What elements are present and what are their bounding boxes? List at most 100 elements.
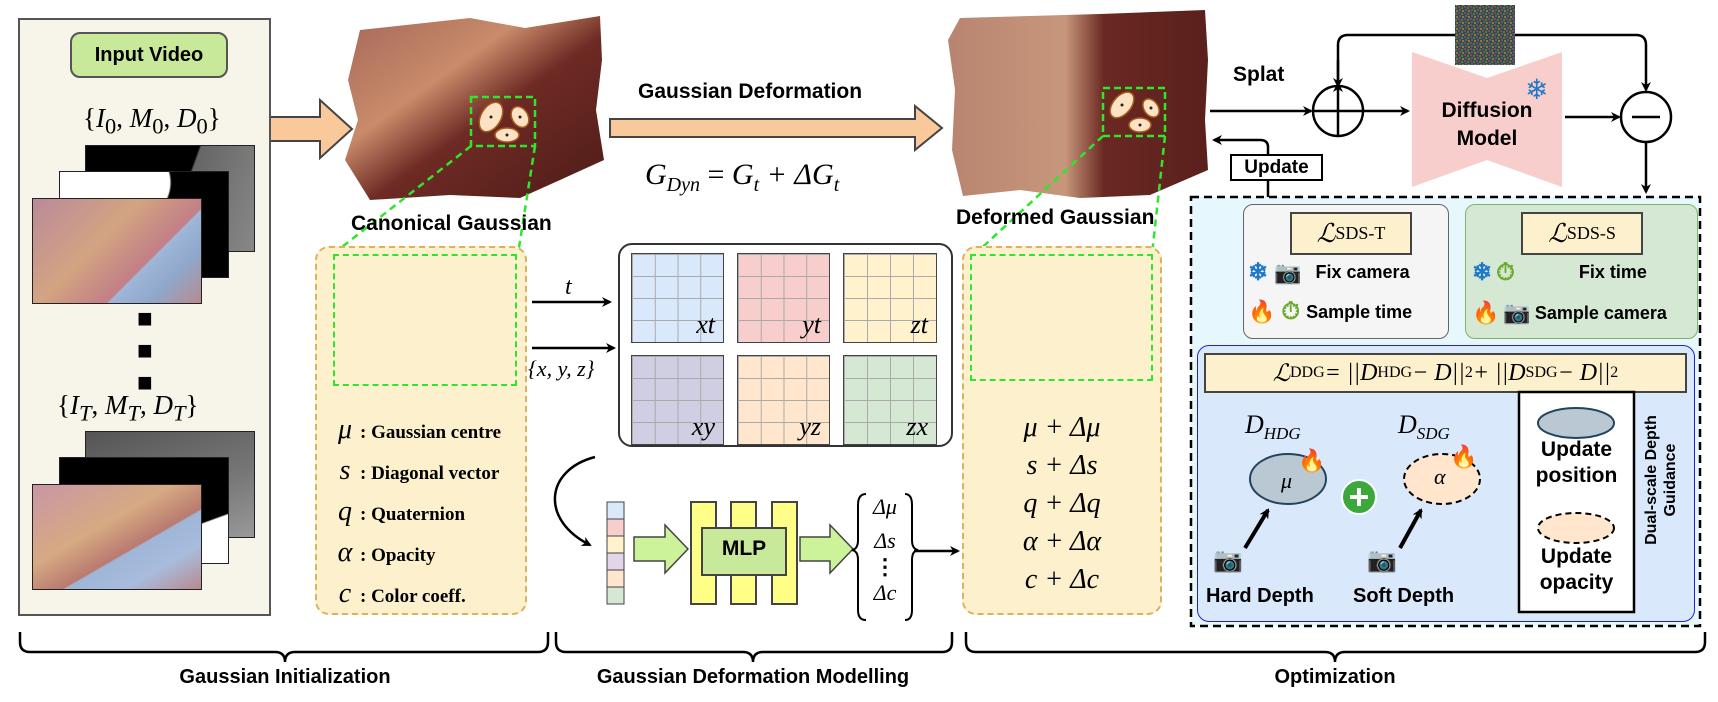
sdg-label: DSDG	[1398, 410, 1450, 444]
deformed-mini-gaussians	[1109, 91, 1160, 133]
rgb-frame-0	[32, 198, 202, 304]
updated-attribute: c + Δc	[1024, 564, 1100, 595]
add-noise-operator	[1311, 84, 1365, 138]
planes-to-feature-arrow	[553, 455, 596, 547]
plane-zt: zt	[843, 253, 937, 343]
fire-icon: 🔥	[1248, 299, 1276, 324]
position-input-label: {x, y, z}	[528, 356, 595, 381]
mlp-block	[690, 501, 798, 605]
hard-depth-caption: Hard Depth	[1206, 585, 1314, 607]
canonical-gaussian-label: Canonical Gaussian	[351, 212, 552, 235]
brace-initialization	[18, 632, 550, 663]
frames-ellipsis: ■ ■ ■	[137, 303, 153, 397]
sds-s-row-sample-camera: 🔥 📷 Sample camera	[1472, 300, 1667, 325]
update-arrow	[1212, 135, 1270, 197]
noise-image	[1455, 5, 1515, 65]
deformed-tissue-image	[948, 10, 1208, 198]
plane-yt: yt	[737, 253, 830, 343]
first-frame-set-label: {I0, M0, D0}	[83, 103, 221, 139]
attribute-row: s: Diagonal vector	[339, 455, 500, 486]
input-video-label: Input Video	[94, 43, 204, 66]
updated-attribute: μ + Δμ	[1023, 412, 1101, 443]
hdg-ellipse	[1249, 453, 1327, 505]
sds-t-row-fix-camera: ❄ 📷 Fix camera	[1248, 259, 1410, 286]
canonical-mini-gaussians	[478, 101, 530, 143]
snowflake-icon: ❄	[1472, 259, 1493, 286]
legend-position-ellipse	[1537, 407, 1615, 439]
camera-icon: 📷	[1367, 547, 1397, 574]
delta-s: Δs	[874, 528, 896, 553]
deformation-outputs: Δμ Δs ⋮ Δc	[860, 490, 910, 610]
attribute-row: μ: Gaussian centre	[337, 414, 502, 445]
canonical-zoom-box	[469, 95, 537, 148]
updated-attribute: s + Δs	[1026, 450, 1098, 481]
canonical-tissue-image	[345, 16, 604, 200]
gaussian-deformation-arrow	[609, 103, 944, 153]
snowflake-icon: ❄	[1248, 259, 1269, 286]
plane-yz: yz	[737, 355, 830, 445]
rgb-frame-t	[32, 484, 202, 590]
canonical-attribute-list: μ: Gaussian centre s: Diagonal vector q:…	[334, 414, 501, 610]
camera-icon: 📷	[1213, 547, 1243, 574]
stopwatch-icon: ⏱	[1281, 298, 1301, 325]
deformed-attributes-panel	[962, 246, 1162, 615]
plane-zx: zx	[843, 355, 937, 445]
section-label-deformation: Gaussian Deformation Modelling	[596, 666, 910, 688]
deformed-gaussian-zoom-frame	[970, 254, 1153, 381]
brace-optimization	[964, 632, 1707, 663]
section-label-optimization: Optimization	[1274, 666, 1396, 688]
time-input-label: t	[565, 274, 572, 300]
attribute-row: c: Color coeff.	[338, 578, 466, 609]
splat-label: Splat	[1233, 63, 1285, 86]
sds-s-row-fix-time: ❄ ⏱ Fix time	[1472, 258, 1647, 287]
section-label-initialization: Gaussian Initialization	[179, 666, 391, 688]
brace-deformation	[554, 632, 954, 663]
updated-attribute: q + Δq	[1023, 488, 1101, 519]
dynamic-gaussian-equation: GDyn = Gt + ΔGt	[645, 158, 840, 196]
attribute-row: q: Quaternion	[338, 496, 466, 527]
canonical-gaussian-zoom-frame	[333, 254, 517, 386]
feature-vector	[606, 501, 625, 605]
ddg-graphics	[1243, 390, 1636, 614]
diffusion-model-shape	[1412, 52, 1562, 187]
deformed-attribute-list: μ + Δμ s + Δs q + Δq α + Δα c + Δc	[962, 412, 1162, 596]
feature-to-mlp-arrow	[633, 523, 690, 575]
legend-opacity-ellipse	[1537, 512, 1615, 544]
hdg-label: DHDG	[1245, 410, 1301, 444]
camera-icon: 📷	[1274, 259, 1302, 285]
last-frame-set-label: {IT, MT, DT}	[57, 390, 199, 426]
deformed-gaussian-label: Deformed Gaussian	[956, 206, 1155, 229]
delta-c: Δc	[873, 580, 897, 605]
sdg-ellipse	[1403, 453, 1481, 505]
input-video-badge: Input Video	[70, 32, 228, 78]
update-label: Update	[1230, 154, 1323, 181]
mlp-label: MLP	[721, 537, 767, 560]
fire-icon: 🔥	[1472, 300, 1500, 325]
fire-icon: 🔥	[1450, 444, 1478, 469]
soft-depth-caption: Soft Depth	[1353, 585, 1455, 607]
hexplane-container	[618, 243, 953, 447]
stopwatch-icon: ⏱	[1496, 258, 1515, 286]
attribute-row: α: Opacity	[337, 537, 436, 568]
snowflake-icon: ❄	[1525, 74, 1549, 105]
input-to-canonical-arrow	[265, 97, 354, 161]
camera-icon: 📷	[1503, 300, 1531, 325]
gaussian-deformation-label: Gaussian Deformation	[638, 80, 863, 103]
delta-mu: Δμ	[873, 494, 897, 519]
fire-icon: 🔥	[1298, 448, 1326, 473]
sds-t-row-sample-time: 🔥 ⏱ Sample time	[1248, 298, 1413, 325]
subtract-operator	[1619, 90, 1673, 144]
plane-xy: xy	[631, 355, 724, 445]
sdg-alpha-label: α	[1434, 464, 1446, 489]
hdg-mu-label: μ	[1281, 468, 1293, 493]
updated-attribute: α + Δα	[1022, 526, 1102, 557]
output-ellipsis: ⋮	[874, 554, 896, 579]
canonical-attributes-panel	[315, 246, 527, 615]
